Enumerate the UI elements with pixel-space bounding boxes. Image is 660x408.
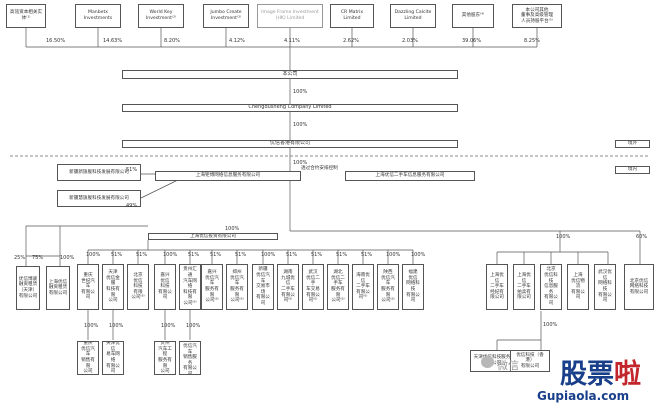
- subsidiary-pct: 100%: [86, 252, 101, 258]
- contract-label: 透过合约安排控制: [301, 166, 338, 171]
- chengdu-box: Chengdusheng Company Limited: [122, 104, 458, 112]
- left-pct: 100%: [60, 255, 75, 261]
- child-pct: 100%: [186, 323, 201, 329]
- hk-pct: 100%: [293, 122, 308, 128]
- region-label-offshore: 境外: [615, 140, 650, 148]
- right-pct: 100%: [556, 234, 571, 240]
- subsidiary-box: 天津 优信金服 科技有限 公司: [102, 264, 124, 310]
- left-entity-box: 上海优信融资租赁有限公司: [46, 266, 70, 310]
- child-entity-box: 嘉兴 优信汽车 销售服务 有限公司: [179, 341, 201, 375]
- right-entity-box: 武汉优信 网络科技 有限公司: [594, 264, 616, 310]
- far-pct: 60%: [636, 234, 648, 240]
- left-pct: 25%: [14, 255, 26, 261]
- side-pct: 51%: [126, 167, 138, 173]
- watermark-brand: 股票啦: [560, 352, 641, 391]
- vie-box: 上海优信二手车信息服务有限公司: [345, 171, 475, 181]
- child-pct: 100%: [109, 323, 124, 329]
- shareholder-pct: 4.11%: [284, 38, 300, 44]
- child-entity-box: 贵州 汽车工程 服务有限 公司: [154, 341, 176, 375]
- right-entity-box: 上海 优信物流 有限公司: [567, 264, 589, 310]
- shareholder-pct: 8.25%: [524, 38, 540, 44]
- subsidiary-pct: 51%: [286, 252, 298, 258]
- subsidiary-pct: 100%: [411, 252, 426, 258]
- wfoe-pct: 100%: [293, 160, 308, 166]
- side-entity-box: 新疆新旗舰科技发展有限公司: [57, 164, 141, 181]
- subsidiary-box: 海南优信 二手车 有限公司⁽⁶⁾: [352, 264, 374, 310]
- watermark-brand-a: 股票: [560, 359, 614, 390]
- child-entity-box: 天津优信 易车网络 有限公司: [102, 341, 124, 375]
- mid-holding-pct: 100%: [225, 226, 240, 232]
- shareholder-box: 其他股东⁽⁴⁾: [452, 4, 494, 28]
- subsidiary-pct: 100%: [163, 252, 178, 258]
- right-entity-box: 上海优信 二手车 经纪有限公司: [486, 264, 508, 310]
- shareholder-pct: 2.62%: [343, 38, 359, 44]
- subsidiary-pct: 51%: [111, 252, 123, 258]
- subsidiary-pct: 51%: [188, 252, 200, 258]
- watermark-brand-b: 啦: [614, 359, 641, 390]
- hk-sub-box: 优信香港有限公司: [122, 140, 458, 148]
- subsidiary-box: 福建 优信 网络科技 有限公司: [402, 264, 424, 310]
- subsidiary-pct: 51%: [136, 252, 148, 258]
- wechat-icon: [481, 356, 494, 368]
- right-entity-box: 北京 优信科技 信息服务 有限公司: [540, 264, 562, 310]
- watermark-url: Gupiaola.com: [537, 389, 630, 403]
- wfoe-box: 上海钜博网络信息服务有限公司: [155, 171, 301, 181]
- shareholder-pct: 16.50%: [46, 38, 66, 44]
- subsidiary-box: 新疆 优信汽车 交易市场 有限公司: [252, 264, 274, 310]
- subsidiary-pct: 51%: [361, 252, 373, 258]
- side-entity-box: 新疆慧旗舰科技发展有限公司: [57, 190, 141, 207]
- shareholder-box: CR Matrix Limited: [330, 4, 374, 28]
- mid-holding-box: 上海优信投资有限公司: [148, 233, 278, 240]
- subsidiary-box: 陕西 优信汽车 服务有限 公司⁽⁶⁾: [377, 264, 399, 310]
- child-pct: 100%: [84, 323, 99, 329]
- right-children-pct: 100%: [543, 322, 558, 328]
- subsidiary-pct: 100%: [386, 252, 401, 258]
- right-child-box: 优信科技（香港） 有限公司: [510, 350, 550, 372]
- left-pct: 75%: [32, 255, 44, 261]
- child-entity-box: 重庆 优信汽车 销售有限 公司: [77, 341, 99, 375]
- shareholder-box: Jumbo Create Investment⁽³⁾: [203, 4, 249, 28]
- subsidiary-box: 湖南 九城优信 二手车 有限公司⁽⁶⁾: [277, 264, 299, 310]
- subsidiary-box: 武汉 优信二手 车交易 有限公司⁽⁶⁾: [302, 264, 324, 310]
- shareholder-pct: 39.06%: [462, 38, 482, 44]
- shareholder-box: Dazzling Calcite Limited: [390, 4, 436, 28]
- subsidiary-pct: 51%: [210, 252, 222, 258]
- subsidiary-pct: 51%: [336, 252, 348, 258]
- shareholder-pct: 4.12%: [229, 38, 245, 44]
- right-entity-box: 北京优信 网络科技 有限公司: [624, 264, 654, 310]
- shareholder-pct: 2.03%: [402, 38, 418, 44]
- shareholder-box: World Key Investment⁽²⁾: [138, 4, 184, 28]
- subsidiary-box: 重庆 世纪汽车 有限公司: [77, 264, 99, 310]
- shareholder-pct: 14.63%: [103, 38, 123, 44]
- chengdu-pct: 100%: [293, 89, 308, 95]
- right-entity-box: 上海优信 二手车 拍卖有限公司: [513, 264, 535, 310]
- region-label-onshore: 境内: [615, 166, 650, 174]
- subsidiary-box: 湖北 优信二手车 服务有限 公司⁽⁶⁾: [327, 264, 349, 310]
- shareholder-box: 高瓴资本相关实体⁽¹⁾: [6, 4, 46, 28]
- left-entity-box: 优信博骏融资租赁（天津）有限公司: [16, 266, 40, 310]
- subsidiary-box: 嘉兴 优信 科技 有限公司: [154, 264, 176, 310]
- side-pct: 49%: [126, 203, 138, 209]
- shareholder-box: 本公司其他 董事及高级管理 人员持股平台⁽⁵⁾: [512, 4, 562, 28]
- company-box: 本公司: [122, 70, 458, 79]
- subsidiary-box: 嘉兴 优信汽车 服务有限 公司⁽⁶⁾: [201, 264, 223, 310]
- shareholder-box: Manbetx Investments: [75, 4, 121, 28]
- shareholder-box: Image Frame Investment (HK) Limited: [257, 4, 323, 28]
- subsidiary-box: 郑州 优信汽车 服务有限 公司⁽⁶⁾: [226, 264, 248, 310]
- child-pct: 100%: [161, 323, 176, 329]
- subsidiary-box: 北京 优信 科技 有限 公司⁽⁶⁾: [127, 264, 149, 310]
- subsidiary-pct: 100%: [261, 252, 276, 258]
- subsidiary-pct: 51%: [235, 252, 247, 258]
- subsidiary-pct: 51%: [311, 252, 323, 258]
- subsidiary-box: 贵州汇通 汽车网络 科技有限 公司⁽⁶⁾: [179, 264, 201, 310]
- watermark-wechat: 微信: [497, 359, 519, 372]
- shareholder-pct: 8.20%: [164, 38, 180, 44]
